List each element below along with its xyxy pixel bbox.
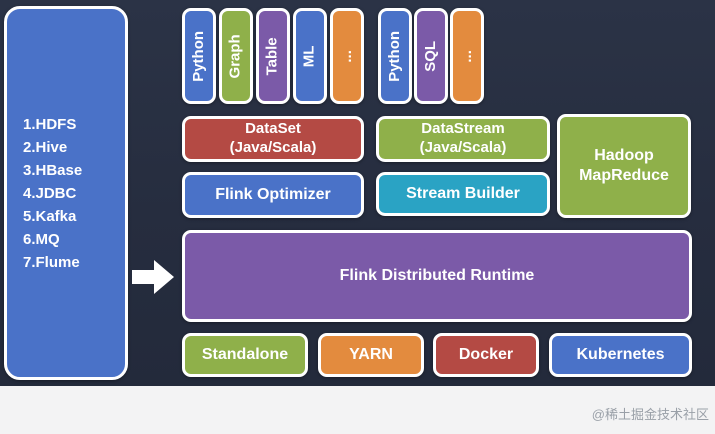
datastream-title: DataStream xyxy=(421,120,505,138)
datastream-api-box: DataStream (Java/Scala) xyxy=(376,116,550,162)
watermark: @稀土掘金技术社区 xyxy=(592,404,709,423)
batch-lib-graph: Graph xyxy=(219,8,253,104)
source-item: 7.Flume xyxy=(23,253,80,271)
stream-lib-python: Python xyxy=(378,8,412,104)
architecture-diagram: 1.HDFS 2.Hive 3.HBase 4.JDBC 5.Kafka 6.M… xyxy=(0,0,715,386)
source-item: 6.MQ xyxy=(23,230,60,248)
batch-lib-table: Table xyxy=(256,8,290,104)
right-arrow-icon xyxy=(132,260,174,294)
stream-lib-more: ... xyxy=(450,8,484,104)
datastream-lang: (Java/Scala) xyxy=(419,139,507,156)
data-sources-box: 1.HDFS 2.Hive 3.HBase 4.JDBC 5.Kafka 6.M… xyxy=(4,6,128,380)
dataset-api-box: DataSet (Java/Scala) xyxy=(182,116,364,162)
stream-builder-box: Stream Builder xyxy=(376,172,550,216)
stream-lib-sql: SQL xyxy=(414,8,448,104)
flink-runtime-box: Flink Distributed Runtime xyxy=(182,230,692,322)
deploy-standalone-box: Standalone xyxy=(182,333,308,377)
deploy-kubernetes-box: Kubernetes xyxy=(549,333,692,377)
dataset-lang: (Java/Scala) xyxy=(229,139,317,156)
flink-optimizer-box: Flink Optimizer xyxy=(182,172,364,218)
deploy-docker-box: Docker xyxy=(433,333,539,377)
hadoop-title: Hadoop xyxy=(594,147,654,164)
batch-lib-python: Python xyxy=(182,8,216,104)
batch-lib-more: ... xyxy=(330,8,364,104)
source-item: 1.HDFS xyxy=(23,115,77,133)
data-sources-list: 1.HDFS 2.Hive 3.HBase 4.JDBC 5.Kafka 6.M… xyxy=(23,113,82,274)
deploy-yarn-box: YARN xyxy=(318,333,424,377)
source-item: 3.HBase xyxy=(23,161,83,179)
source-item: 4.JDBC xyxy=(23,184,77,202)
source-item: 2.Hive xyxy=(23,138,68,156)
batch-lib-ml: ML xyxy=(293,8,327,104)
source-item: 5.Kafka xyxy=(23,207,77,225)
watermark-text: @稀土掘金技术社区 xyxy=(591,407,709,422)
dataset-title: DataSet xyxy=(245,120,301,138)
hadoop-mapreduce-box: Hadoop MapReduce xyxy=(557,114,691,218)
mapreduce-title: MapReduce xyxy=(579,167,669,184)
